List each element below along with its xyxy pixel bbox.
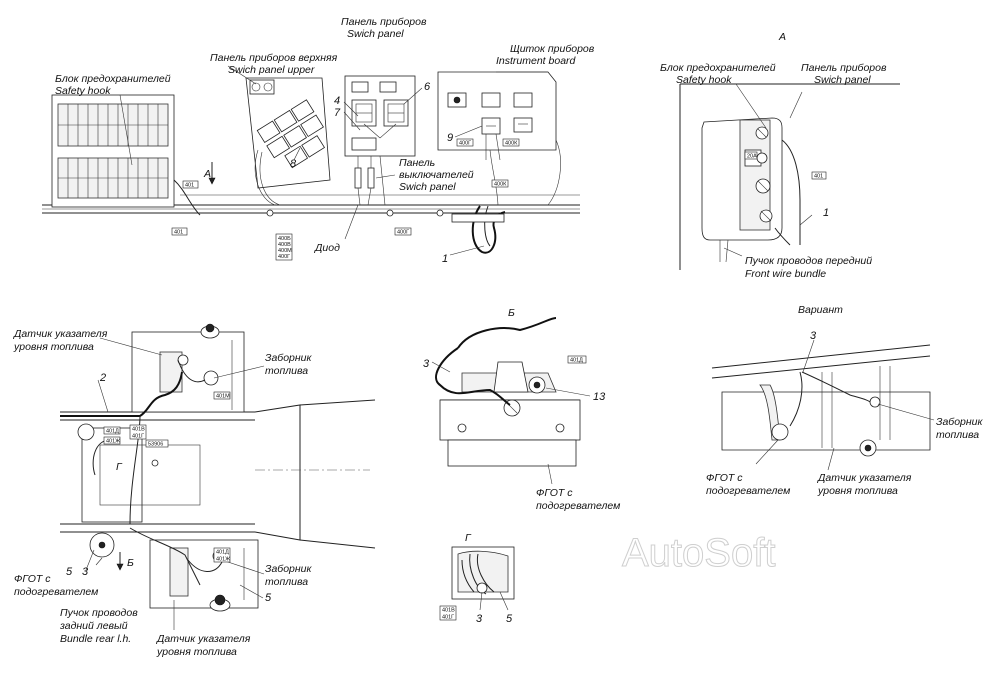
view-b-title: Б [508,307,515,319]
label-a-fuse-ru: Блок предохранителей [660,62,776,74]
tag-400k-b: 400К [494,182,507,188]
tag-401v-a: 401В [132,427,145,433]
label-front-bundle-ru: Пучок проводов передний [745,255,872,267]
tag-401m: 401М [216,394,230,400]
label-sensor-ru-2-variant: уровня топлива [817,485,898,497]
label-fuse-en: Safety hook [55,85,111,97]
label-panel-ru: Панель приборов [341,16,427,28]
callout-5-lower: 5 [265,592,272,604]
label-sensor-ru-1-bottom: Датчик указателя [156,633,251,645]
view-g-title: Г [465,532,472,544]
panel-overview [42,65,580,261]
callout-13: 13 [593,391,606,403]
view-a [679,83,900,270]
label-fgot-1-variant: ФГОТ с [706,472,743,484]
tag-401-b: 401 [174,230,183,236]
tag-400v: 400В [278,242,291,248]
label-panel-en: Swich panel [347,28,404,40]
callout-9: 9 [447,132,453,144]
callout-1-top: 1 [442,253,448,265]
tag-401g-b: 401Г [442,615,454,621]
tag-401d-c: 401Д [570,358,583,364]
instrument-board [437,71,561,206]
view-a-title: А [778,31,786,43]
label-front-bundle-en: Front wire bundle [745,268,826,280]
callout-8: 8 [290,158,297,170]
callout-6: 6 [424,81,431,93]
tag-401d-b: 401Д [216,550,229,556]
chassis-view [60,323,376,630]
tag-53906: 53906 [148,442,163,448]
tag-401d: 401Д [106,429,119,435]
label-panel-upper-en: Swich panel upper [228,64,315,76]
watermark: AutoSoft [622,531,775,575]
tag-400g-a: 400Г [278,254,290,260]
tag-401g-a: 401Г [132,434,144,440]
upper-panel [245,77,331,206]
label-intake-ru-2-bottom: топлива [265,576,308,588]
callout-1-a: 1 [823,207,829,219]
tag-400g-c: 400Г [459,141,471,147]
fuse-block [51,94,201,216]
tag-401zh: 401Ж [106,439,120,445]
label-sensor-ru-1-top: Датчик указателя [13,328,108,340]
label-fgot-1-left: ФГОТ с [14,573,51,585]
label-sensor-ru-2-bottom: уровня топлива [156,646,237,658]
switch-panel [344,75,416,206]
label-fgot-1-b: ФГОТ с [536,487,573,499]
view-g [439,546,515,621]
label-fgot-2-left: подогревателем [14,586,98,598]
label-panel-upper-ru: Панель приборов верхняя [210,52,338,64]
tag-400k-a: 400К [505,141,518,147]
callout-3-g: 3 [476,613,483,625]
view-b-arrow-letter: Б [127,557,134,569]
label-fuse-ru: Блок предохранителей [55,73,171,85]
label-intake-ru-1-top: Заборник [265,352,312,364]
view-b [431,317,591,485]
tag-401-a: 401 [185,183,194,189]
label-diode: Диод [314,242,340,254]
callout-3-left: 3 [82,566,89,578]
callout-3-variant: 3 [810,330,817,342]
lower-fuel-tank [149,539,259,612]
tag-20a: 20А [747,154,757,160]
label-switch-en: Swich panel [399,181,456,193]
label-rear-bundle-ru-2: задний левый [59,620,128,632]
label-intake-ru-1-bottom: Заборник [265,563,312,575]
tag-401-c: 401 [814,174,823,180]
label-rear-bundle-ru-1: Пучок проводов [60,607,138,619]
label-a-panel-ru: Панель приборов [801,62,887,74]
label-sensor-ru-2-top: уровня топлива [13,341,94,353]
label-a-fuse-en: Safety hook [676,74,732,86]
label-shield-ru: Щиток приборов [510,43,595,55]
callout-2: 2 [99,372,106,384]
tag-400g-b: 400Г [397,230,409,236]
callout-5-g: 5 [506,613,513,625]
label-sensor-ru-1-variant: Датчик указателя [817,472,912,484]
label-intake-ru-1-variant: Заборник [936,416,983,428]
label-a-panel-en: Swich panel [814,74,871,86]
view-g-marker: Г [116,461,123,473]
callout-7: 7 [334,107,341,119]
callout-3-b: 3 [423,358,430,370]
tag-401v-b: 401В [442,608,455,614]
label-shield-en: Instrument board [496,55,577,67]
tag-401zh-b: 401Ж [216,557,230,563]
callout-5-left: 5 [66,566,73,578]
tag-400b: 400Б [278,236,291,242]
callout-4: 4 [334,95,340,107]
variant-view [711,339,935,471]
label-rear-bundle-en: Bundle rear l.h. [60,633,131,645]
tag-400m: 400М [278,248,292,254]
label-switch-ru-1: Панель [399,157,435,169]
view-a-arrow-letter: А [203,168,211,180]
label-intake-ru-2-top: топлива [265,365,308,377]
label-fgot-2-variant: подогревателем [706,485,790,497]
label-switch-ru-2: выключателей [399,169,474,181]
variant-title: Вариант [798,304,843,316]
label-fgot-2-b: подогревателем [536,500,620,512]
label-intake-ru-2-variant: топлива [936,429,979,441]
